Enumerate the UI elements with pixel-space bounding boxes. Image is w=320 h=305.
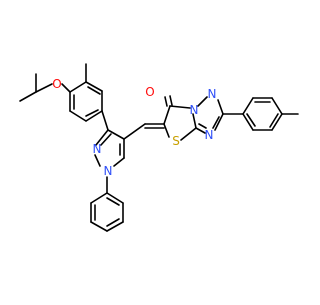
bond xyxy=(269,113,279,128)
bond xyxy=(69,81,87,93)
bonds xyxy=(19,63,299,232)
bond xyxy=(106,197,120,206)
bond xyxy=(242,97,254,115)
bond xyxy=(195,127,206,134)
bond xyxy=(164,96,168,107)
bond xyxy=(198,123,207,129)
bond xyxy=(87,86,101,95)
bond xyxy=(106,218,120,227)
bond xyxy=(35,83,53,93)
bond xyxy=(90,221,108,232)
bond xyxy=(163,105,171,125)
bond xyxy=(113,157,125,167)
bond xyxy=(90,192,108,204)
bond xyxy=(100,133,112,146)
bond xyxy=(95,129,109,146)
bond xyxy=(106,221,124,232)
bond xyxy=(106,192,124,204)
bond xyxy=(94,154,101,167)
bond xyxy=(192,113,197,129)
bond xyxy=(101,110,109,131)
atom-label-oxygen: O xyxy=(52,77,61,91)
atom-label-oxygen: O xyxy=(145,85,154,99)
atom-label-nitrogen: N xyxy=(104,164,113,178)
bond xyxy=(271,97,283,115)
bond xyxy=(107,129,125,140)
atom-label-sulfur: S xyxy=(172,134,180,148)
atom-label-nitrogen: N xyxy=(93,142,102,156)
bond xyxy=(169,95,173,106)
atom-label-nitrogen: N xyxy=(205,128,214,142)
molecule-structure: O O N N N N N S xyxy=(19,63,299,232)
bond xyxy=(197,96,208,107)
bond xyxy=(169,105,191,109)
bond xyxy=(180,127,197,141)
bond xyxy=(217,99,224,115)
molecule-canvas: O O N N N N N S xyxy=(19,63,299,232)
bond xyxy=(69,110,87,122)
bond xyxy=(242,113,254,131)
bond xyxy=(123,123,146,140)
bond xyxy=(214,113,224,131)
bond xyxy=(85,110,103,122)
bond xyxy=(61,83,71,93)
bond xyxy=(271,113,283,131)
bond xyxy=(85,81,103,92)
bond xyxy=(19,91,37,102)
bond xyxy=(163,123,170,138)
atom-label-nitrogen: N xyxy=(208,87,217,101)
bond xyxy=(246,113,256,127)
atom-label-nitrogen: N xyxy=(190,103,199,117)
bond xyxy=(85,109,99,117)
bond xyxy=(212,116,220,129)
